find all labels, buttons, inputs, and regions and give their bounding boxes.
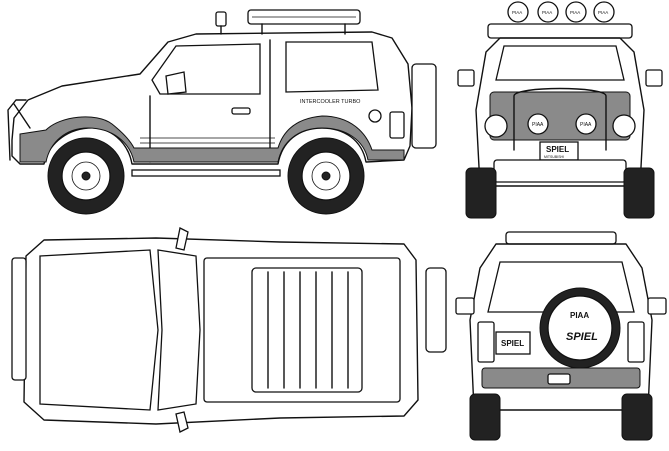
side-mirror bbox=[165, 71, 187, 95]
side-spare-tire bbox=[411, 63, 437, 149]
front-bull-bar bbox=[513, 87, 607, 151]
rear-roof-rack bbox=[505, 231, 617, 245]
front-grille bbox=[489, 91, 631, 141]
side-lower-cladding bbox=[19, 115, 405, 163]
side-door-handle bbox=[231, 107, 251, 115]
front-windshield bbox=[495, 45, 625, 81]
roof-lamp-label: PIAA bbox=[570, 10, 580, 15]
rear-mirror-right bbox=[647, 297, 667, 315]
side-rear-window bbox=[285, 41, 379, 93]
rear-tail-lamp-left bbox=[477, 321, 495, 363]
roof-lamp-label: PIAA bbox=[512, 10, 522, 15]
front-driving-lamp-left bbox=[527, 113, 549, 135]
side-tail-lamp bbox=[389, 111, 405, 139]
side-door-decal: INTERCOOLER TURBO bbox=[300, 99, 361, 105]
front-mirror-left bbox=[457, 69, 475, 87]
front-fog-lamp-left bbox=[484, 114, 508, 138]
front-body-outline bbox=[475, 37, 645, 187]
rear-plate bbox=[495, 331, 531, 355]
front-roof-lamps: PIAA PIAA PIAA PIAA bbox=[507, 1, 615, 23]
top-windshield bbox=[157, 249, 201, 411]
front-fog-lamp-right bbox=[612, 114, 636, 138]
rear-mirror-left bbox=[455, 297, 475, 315]
front-plate-brand: SPIEL bbox=[546, 145, 569, 154]
side-view: INTERCOOLER TURBO bbox=[7, 9, 437, 215]
rear-tire-right bbox=[621, 393, 653, 441]
side-roof-lamp bbox=[215, 11, 227, 35]
top-bull-bar bbox=[11, 257, 27, 381]
front-plate-sub: MITSUBISHI bbox=[544, 155, 564, 159]
front-roof-rack bbox=[487, 23, 633, 39]
front-tire-right bbox=[623, 167, 655, 219]
side-front-wheel bbox=[47, 137, 125, 215]
front-driving-lamp-right bbox=[575, 113, 597, 135]
rear-tire-left bbox=[469, 393, 501, 441]
top-mirror-left bbox=[175, 227, 189, 251]
top-view bbox=[11, 227, 447, 433]
rear-spare-tire: PIAA SPIEL bbox=[539, 287, 621, 369]
side-step-bar bbox=[131, 169, 281, 177]
side-fuel-cap bbox=[368, 109, 382, 123]
roof-lamp-label: PIAA bbox=[598, 10, 608, 15]
rear-view: PIAA SPIEL SPIEL bbox=[455, 231, 667, 441]
top-roof-rack bbox=[251, 267, 363, 393]
rear-tail-lamp-right bbox=[627, 321, 645, 363]
front-mirror-right bbox=[645, 69, 663, 87]
side-bull-bar bbox=[7, 99, 31, 161]
roof-lamp-label: PIAA bbox=[542, 10, 552, 15]
top-hood bbox=[39, 249, 159, 411]
front-tire-left bbox=[465, 167, 497, 219]
top-spare-tire bbox=[425, 267, 447, 353]
rear-tow-hitch bbox=[547, 373, 571, 385]
side-rear-wheel bbox=[287, 137, 365, 215]
front-lamp-label-left: PIAA bbox=[532, 122, 544, 128]
front-bumper bbox=[493, 159, 627, 183]
front-lamp-label-right: PIAA bbox=[580, 122, 592, 128]
spare-cover-logo: SPIEL bbox=[566, 331, 598, 343]
top-mirror-right bbox=[175, 411, 189, 433]
top-body-outline bbox=[23, 237, 419, 425]
front-view: PIAA PIAA PIAA PIAA PIAA PIAA SPIEL MITS… bbox=[457, 1, 663, 219]
spare-cover-brand: PIAA bbox=[570, 311, 589, 320]
rear-plate-brand: SPIEL bbox=[501, 339, 524, 348]
side-roof-rack bbox=[247, 9, 361, 35]
